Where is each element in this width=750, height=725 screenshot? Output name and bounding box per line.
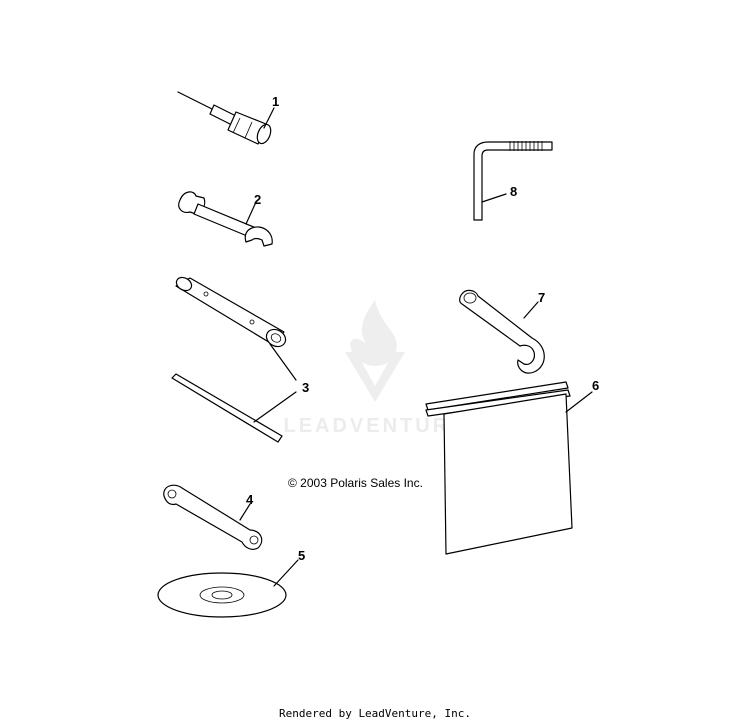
part-screwdriver xyxy=(177,91,275,145)
callout-6: 6 xyxy=(592,378,599,393)
watermark-v-icon xyxy=(345,352,405,402)
part-manual xyxy=(425,381,593,555)
callout-4: 4 xyxy=(246,492,254,507)
watermark-flame-icon xyxy=(350,300,397,366)
callout-8: 8 xyxy=(510,184,517,199)
callout-1: 1 xyxy=(272,94,279,109)
part-box-wrench xyxy=(163,484,263,550)
callout-3: 3 xyxy=(302,380,309,395)
callout-2: 2 xyxy=(254,192,261,207)
part-socket-tool xyxy=(175,276,297,381)
callout-7: 7 xyxy=(538,290,545,305)
part-hex-key xyxy=(473,141,553,221)
part-spanner-wrench xyxy=(459,289,545,374)
part-tommy-bar xyxy=(171,373,297,443)
callout-5: 5 xyxy=(298,548,305,563)
part-open-end-wrench xyxy=(178,191,273,247)
watermark: LEADVENTURE xyxy=(283,300,466,437)
watermark-text: LEADVENTURE xyxy=(283,415,466,437)
footer-credit: Rendered by LeadVenture, Inc. xyxy=(278,707,472,720)
copyright-text: © 2003 Polaris Sales Inc. xyxy=(288,476,423,490)
part-cd-disc xyxy=(157,559,299,618)
hex-key-grip xyxy=(509,141,543,151)
